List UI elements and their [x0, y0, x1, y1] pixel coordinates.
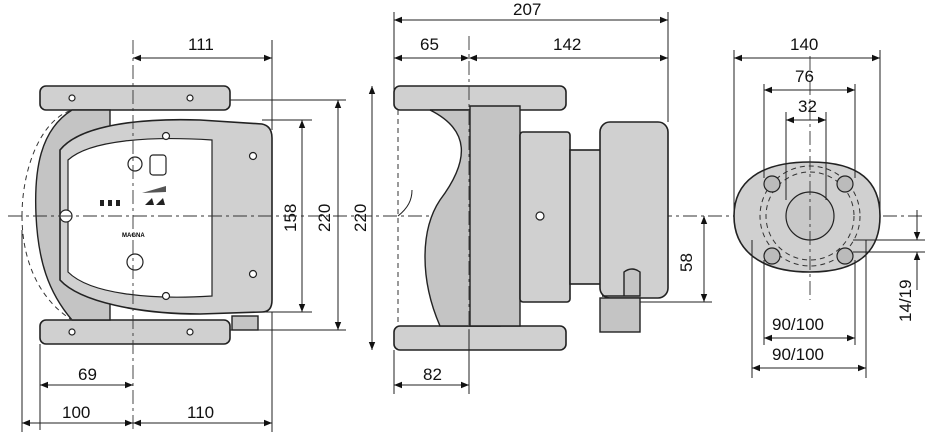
front-top-flange	[39, 85, 231, 111]
dim-front-111: 111	[188, 35, 214, 54]
front-indicator-icon	[149, 154, 167, 176]
side-view	[393, 85, 669, 351]
dim-front-100: 100	[62, 403, 90, 422]
front-button-icon	[127, 156, 143, 172]
dim-flange-14-19: 14/19	[896, 279, 915, 322]
front-view: MAGNA	[21, 85, 273, 345]
front-hidden-line	[21, 215, 73, 321]
front-control-panel	[67, 138, 213, 298]
screw-icon	[248, 151, 258, 161]
dim-side-82: 82	[423, 365, 442, 384]
side-connector	[602, 268, 641, 297]
front-logo-circle-icon	[126, 253, 144, 271]
flange-view	[733, 161, 881, 273]
dim-front-69: 69	[78, 365, 97, 384]
side-stator	[569, 149, 603, 285]
dim-front-158: 158	[281, 204, 300, 232]
dim-flange-90-100-outer: 90/100	[772, 345, 824, 364]
flange-bolt-circle	[765, 171, 855, 261]
screw-icon	[161, 291, 171, 301]
front-flange-bolts	[68, 94, 194, 336]
front-hidden-line	[21, 109, 73, 217]
side-cable-plug	[599, 297, 641, 333]
side-dimensions: 207 65 142 220 58 82	[351, 0, 712, 394]
screw-icon	[161, 131, 171, 141]
side-motor	[519, 131, 571, 303]
dim-front-110: 110	[187, 403, 214, 422]
dim-side-207: 207	[513, 0, 541, 19]
front-cable-connector	[231, 315, 259, 331]
dim-front-220: 220	[315, 204, 334, 232]
front-bottom-flange	[39, 319, 231, 345]
dim-flange-32: 32	[798, 97, 817, 116]
dim-side-65: 65	[420, 35, 439, 54]
dim-flange-76: 76	[795, 67, 814, 86]
side-pump-neck	[469, 105, 521, 327]
side-bottom-flange	[393, 325, 567, 351]
side-inlet-curve	[397, 189, 413, 217]
dim-flange-90-100-inner: 90/100	[772, 315, 824, 334]
dim-side-220: 220	[351, 204, 370, 232]
side-shaft-icon	[535, 211, 545, 221]
screw-icon	[248, 269, 258, 279]
dim-flange-140: 140	[790, 35, 818, 54]
flange-bolt-holes	[763, 175, 854, 265]
dim-side-142: 142	[553, 35, 581, 54]
front-brand-label: MAGNA	[122, 233, 145, 239]
flange-dimensions: 140 76 32 90/100 90/100 14/19	[733, 35, 925, 378]
front-led-icons	[100, 186, 166, 206]
front-dimensions: 111 158 220 69 100 110	[21, 35, 346, 432]
dim-side-58: 58	[677, 253, 696, 272]
